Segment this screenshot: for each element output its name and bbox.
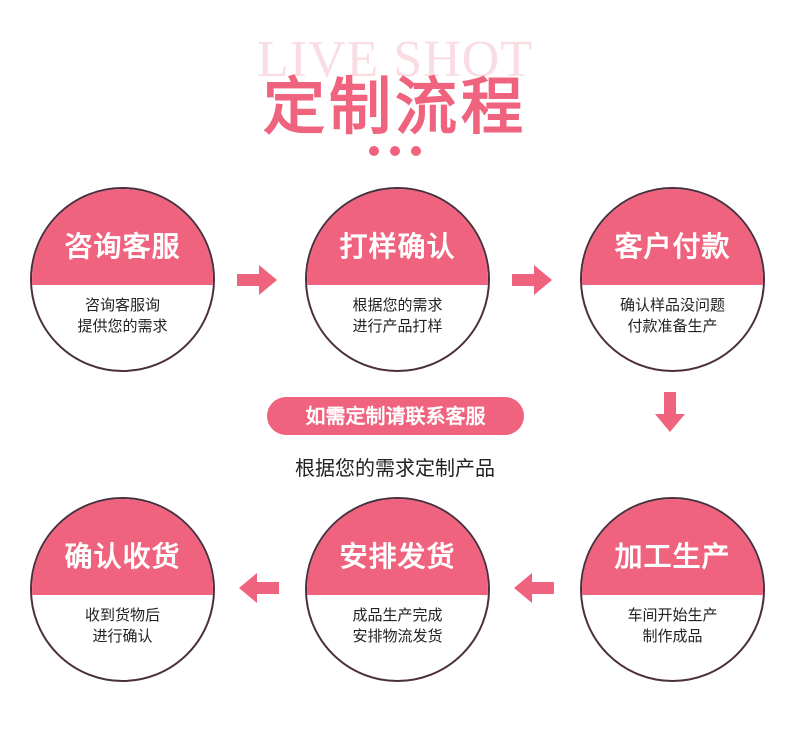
step-desc-line: 安排物流发货: [352, 627, 443, 645]
contact-service-badge: 如需定制请联系客服: [267, 397, 524, 435]
step-desc-line: 车间开始生产: [627, 606, 718, 624]
arrow-left-icon: [514, 573, 554, 603]
step-title: 咨询客服: [64, 230, 181, 263]
step-desc-line: 进行确认: [92, 627, 153, 645]
watermark-text: LIVE SHOT: [256, 31, 534, 88]
step-desc-line: 成品生产完成: [352, 606, 443, 624]
step-title: 确认收货: [64, 540, 181, 573]
step-description: 车间开始生产 制作成品: [582, 605, 763, 647]
dot: [369, 146, 379, 156]
step-title: 加工生产: [614, 540, 731, 573]
title-dots: [0, 146, 790, 156]
step-payment: 客户付款 确认样品没问题 付款准备生产: [580, 187, 765, 372]
step-description: 咨询客服询 提供您的需求: [32, 295, 213, 337]
step-description: 成品生产完成 安排物流发货: [307, 605, 488, 647]
step-consult: 咨询客服 咨询客服询 提供您的需求: [30, 187, 215, 372]
step-description: 收到货物后 进行确认: [32, 605, 213, 647]
step-desc-line: 收到货物后: [84, 606, 160, 624]
step-title: 客户付款: [614, 230, 731, 263]
arrow-right-icon: [237, 265, 277, 295]
step-receive: 确认收货 收到货物后 进行确认: [30, 497, 215, 682]
custom-note: 根据您的需求定制产品: [295, 456, 495, 480]
step-header-bg: [582, 499, 763, 595]
dot: [390, 146, 400, 156]
step-sample: 打样确认 根据您的需求 进行产品打样: [305, 187, 490, 372]
page-title: 定制流程: [262, 70, 527, 143]
step-title: 安排发货: [339, 540, 456, 573]
step-header-bg: [32, 189, 213, 285]
arrow-left-icon: [239, 573, 279, 603]
step-desc-line: 进行产品打样: [352, 317, 443, 335]
step-desc-line: 咨询客服询: [84, 296, 160, 314]
step-desc-line: 提供您的需求: [77, 317, 168, 335]
step-desc-line: 根据您的需求: [352, 296, 443, 314]
step-production: 加工生产 车间开始生产 制作成品: [580, 497, 765, 682]
step-header-bg: [307, 499, 488, 595]
step-desc-line: 付款准备生产: [627, 317, 718, 335]
step-desc-line: 制作成品: [642, 627, 703, 645]
step-description: 确认样品没问题 付款准备生产: [582, 295, 763, 337]
step-shipping: 安排发货 成品生产完成 安排物流发货: [305, 497, 490, 682]
step-title: 打样确认: [339, 230, 456, 263]
step-header-bg: [582, 189, 763, 285]
step-description: 根据您的需求 进行产品打样: [307, 295, 488, 337]
arrow-down-icon: [655, 392, 685, 432]
dot: [411, 146, 421, 156]
step-desc-line: 确认样品没问题: [619, 296, 725, 314]
step-header-bg: [307, 189, 488, 285]
step-header-bg: [32, 499, 213, 595]
arrow-right-icon: [512, 265, 552, 295]
